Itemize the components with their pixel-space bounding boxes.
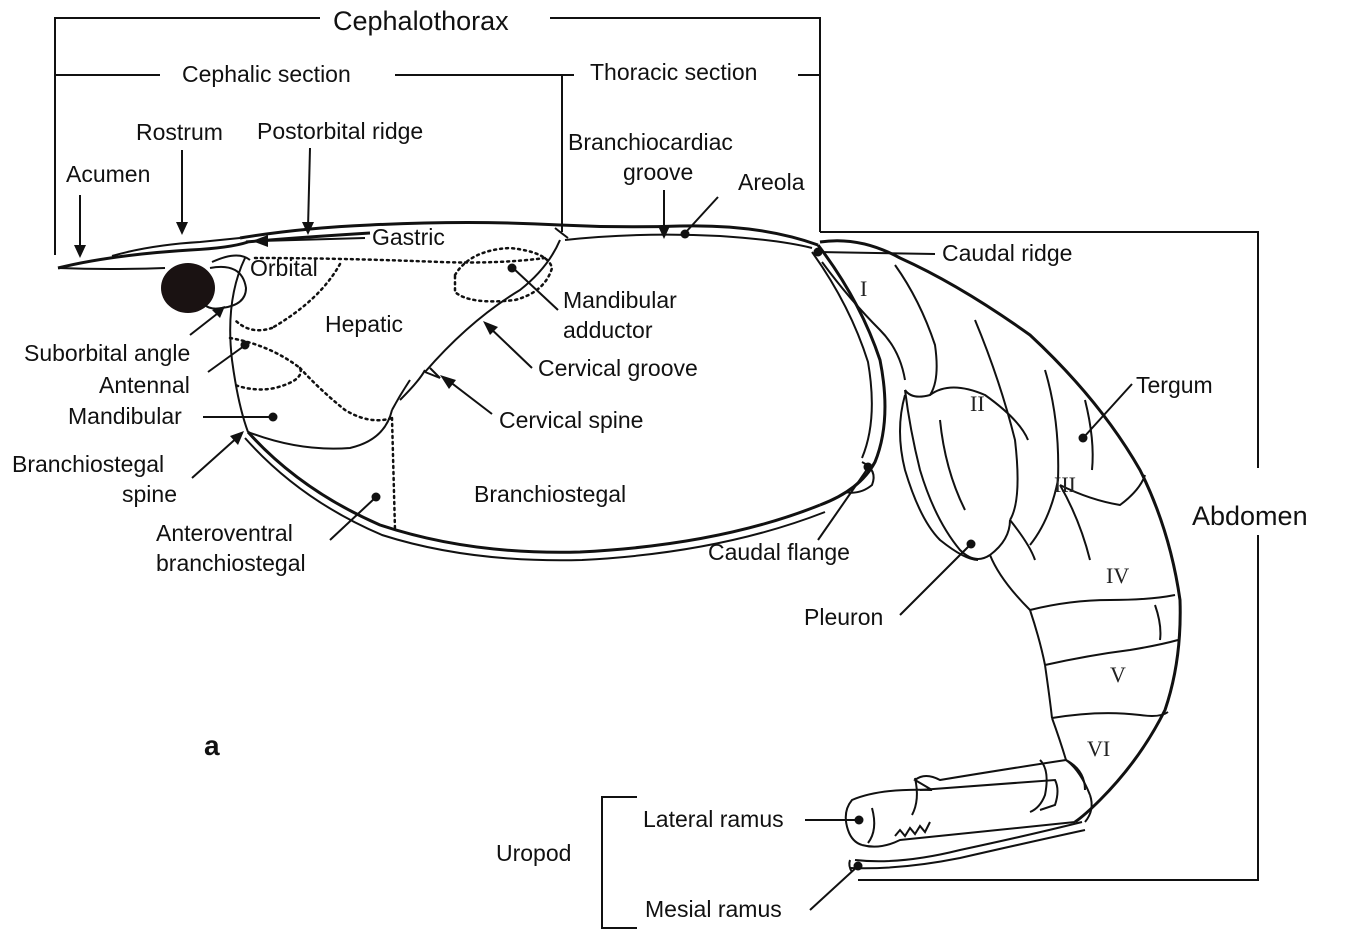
label-uropod: Uropod xyxy=(496,840,571,866)
label-cephalic-section: Cephalic section xyxy=(182,61,351,87)
label-cervical-groove: Cervical groove xyxy=(538,355,698,381)
abdomen-bracket xyxy=(820,232,1258,880)
label-branchiocardiac-groove-2: groove xyxy=(623,159,693,185)
segment-label-4: IV xyxy=(1106,563,1129,588)
label-acumen: Acumen xyxy=(66,161,150,187)
label-cervical-spine: Cervical spine xyxy=(499,407,643,433)
carapace-outline xyxy=(230,223,885,561)
label-tergum: Tergum xyxy=(1136,372,1213,398)
segment-label-2: II xyxy=(970,391,985,416)
label-mandibular-adductor-2: adductor xyxy=(563,317,653,343)
label-antennal: Antennal xyxy=(99,372,190,398)
label-suborbital-angle: Suborbital angle xyxy=(24,340,190,366)
label-mandibular: Mandibular xyxy=(68,403,182,429)
label-postorbital-ridge: Postorbital ridge xyxy=(257,118,423,144)
segment-label-5: V xyxy=(1110,662,1126,687)
label-branchiostegal: Branchiostegal xyxy=(474,481,626,507)
segment-label-3: III xyxy=(1054,472,1076,497)
label-anteroventral-2: branchiostegal xyxy=(156,550,306,576)
label-orbital: Orbital xyxy=(250,255,318,281)
tail-fan xyxy=(846,760,1085,872)
abdomen-outline xyxy=(820,241,1180,822)
label-lateral-ramus: Lateral ramus xyxy=(643,806,784,832)
label-anteroventral-1: Anteroventral xyxy=(156,520,293,546)
label-pleuron: Pleuron xyxy=(804,604,883,630)
label-panel-a: a xyxy=(204,730,220,761)
segment-label-1: I xyxy=(860,276,867,301)
label-caudal-ridge: Caudal ridge xyxy=(942,240,1072,266)
label-hepatic: Hepatic xyxy=(325,311,403,337)
label-thoracic-section: Thoracic section xyxy=(590,59,757,85)
label-branchiocardiac-groove-1: Branchiocardiac xyxy=(568,129,733,155)
label-mandibular-adductor-1: Mandibular xyxy=(563,287,677,313)
label-mesial-ramus: Mesial ramus xyxy=(645,896,782,922)
segment-label-6: VI xyxy=(1087,736,1110,761)
label-rostrum: Rostrum xyxy=(136,119,223,145)
label-cephalothorax: Cephalothorax xyxy=(333,6,509,36)
eye xyxy=(161,255,250,313)
label-caudal-flange: Caudal flange xyxy=(708,539,850,565)
label-branchiostegal-spine-2: spine xyxy=(122,481,177,507)
label-gastric: Gastric xyxy=(372,224,445,250)
label-areola: Areola xyxy=(738,169,805,195)
rostrum-shape xyxy=(58,238,248,269)
label-abdomen: Abdomen xyxy=(1192,501,1308,531)
uropod-bracket xyxy=(602,797,637,928)
label-branchiostegal-spine-1: Branchiostegal xyxy=(12,451,164,477)
